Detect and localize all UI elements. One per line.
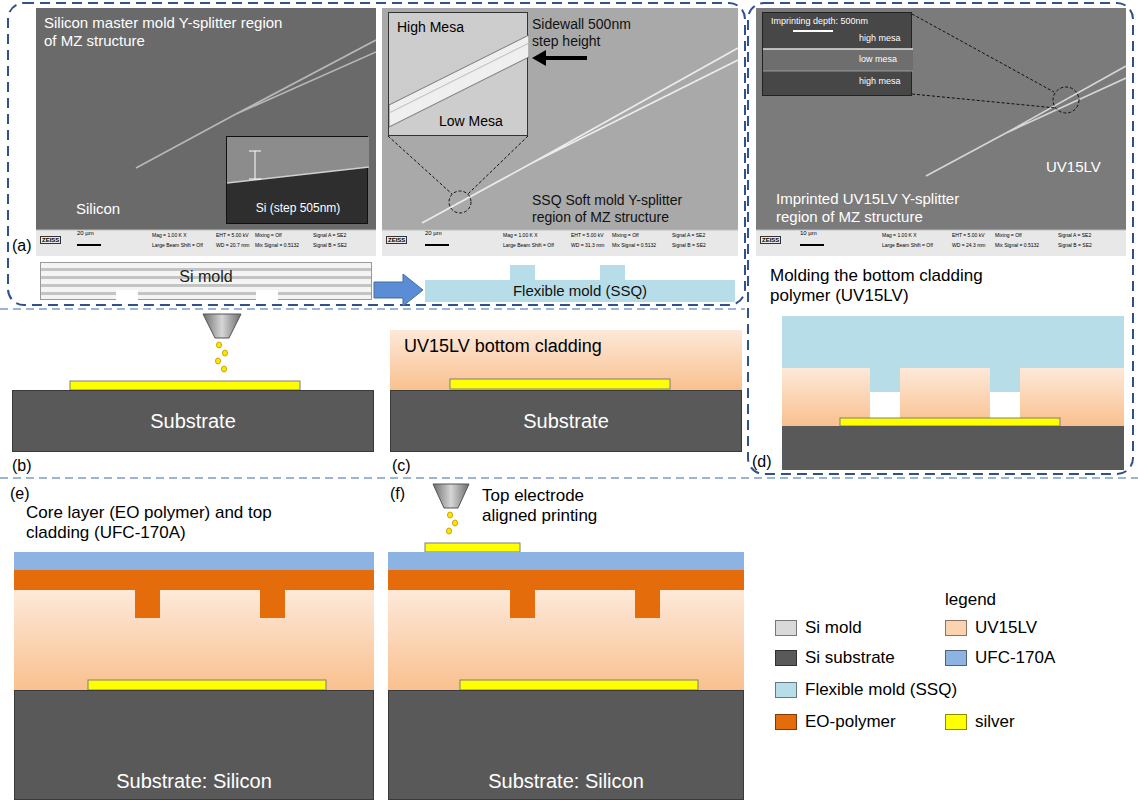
node-text: Silicon	[76, 200, 166, 218]
block-arrow	[374, 274, 423, 306]
sem-info: ZEISS	[386, 236, 407, 244]
sem-info: Mag = 1.00 K X	[152, 232, 187, 238]
sem-info: Large Beam Shift = Off	[152, 242, 203, 248]
sem-info: Mix Signal = 0.5132	[612, 242, 656, 248]
node-text: Imprinted UV15LV Y-splitter region of MZ…	[776, 190, 986, 226]
node-text: UV15LV bottom cladding	[404, 336, 724, 358]
sem-info: Mixing = Off	[612, 232, 639, 238]
node-text: Substrate	[13, 409, 373, 433]
legend-text: silver	[975, 712, 1015, 732]
sem-info: EHT = 5.00 kV	[571, 232, 604, 238]
sem-info: Large Beam Shift = Off	[882, 242, 933, 248]
legend-swatch	[775, 620, 797, 636]
sem-info: Mixing = Off	[255, 232, 282, 238]
caption-label: (d)	[752, 452, 772, 471]
legend-swatch	[945, 714, 967, 730]
substrate-layer: Substrate	[12, 390, 374, 452]
legend-text: Si substrate	[805, 648, 895, 668]
legend-text: EO-polymer	[805, 712, 896, 732]
sem-inset: High MesaLow Mesa	[388, 12, 528, 136]
flexible-mold: Flexible mold (SSQ)	[425, 280, 735, 302]
caption-label: Top electrode aligned printing	[482, 486, 622, 527]
sem-info: Signal B = SE2	[672, 242, 706, 248]
sem-info: 20 µm	[77, 230, 94, 237]
caption-label: (b)	[12, 456, 32, 475]
node-text: Sidewall 500nm step height	[532, 16, 654, 50]
node-text: SSQ Soft mold Y-splitter region of MZ st…	[532, 192, 722, 226]
si-mold: Si mold	[40, 262, 372, 300]
sem-info: WD = 20.7 mm	[216, 242, 249, 248]
sem-info: Mag = 1.00 K X	[882, 232, 917, 238]
sem-info: Signal B = SE2	[1058, 242, 1092, 248]
legend-swatch	[775, 650, 797, 666]
caption-label: (a)	[12, 236, 32, 255]
substrate-layer: Substrate	[390, 390, 742, 452]
caption-label: (c)	[392, 456, 411, 475]
node-text: high mesa	[859, 76, 911, 87]
caption-label: (e)	[10, 484, 30, 503]
node-text: Substrate: Silicon	[15, 769, 373, 793]
sem-info: Mix Signal = 0.5132	[255, 242, 299, 248]
caption-label: legend	[945, 590, 996, 610]
sem-info: 20 µm	[425, 230, 442, 237]
cladding-layer: UV15LV bottom cladding	[390, 330, 742, 390]
sem-info: Large Beam Shift = Off	[503, 242, 554, 248]
layer-stack-e	[14, 552, 374, 690]
sem-info: EHT = 5.00 kV	[216, 232, 249, 238]
panel-frame	[0, 3, 1138, 478]
node-text: Si (step 505nm)	[231, 201, 365, 215]
node-text: Silicon master mold Y-splitter region of…	[44, 14, 294, 50]
mold-bumps	[510, 265, 625, 280]
node-text: Flexible mold (SSQ)	[425, 282, 735, 300]
sem-info: Mixing = Off	[995, 232, 1022, 238]
sem-image: Silicon master mold Y-splitter region of…	[36, 8, 376, 256]
sem-info: 10 µm	[800, 230, 817, 237]
node-text: Substrate	[391, 409, 741, 433]
sem-info: Mix Signal = 0.5132	[995, 242, 1039, 248]
node-text: low mesa	[859, 54, 911, 65]
node-text: UV15LV	[1046, 158, 1121, 176]
node-text: Si mold	[41, 267, 371, 286]
substrate-layer: Substrate: Silicon	[14, 690, 374, 800]
node-text: high mesa	[859, 33, 911, 44]
sem-info: WD = 24.3 mm	[952, 242, 985, 248]
sem-info: WD = 31.3 mm	[571, 242, 604, 248]
legend-swatch	[775, 682, 797, 698]
node-text: High Mesa	[397, 19, 497, 36]
printing-step-b	[70, 314, 300, 390]
molding-step-d	[782, 316, 1124, 470]
legend-swatch	[945, 650, 967, 666]
sem-info: ZEISS	[40, 236, 61, 244]
caption-label: Molding the bottom cladding polymer (UV1…	[770, 266, 985, 307]
sem-info: Signal A = SE2	[672, 232, 705, 238]
legend-swatch	[775, 714, 797, 730]
sem-info: EHT = 5.00 kV	[952, 232, 985, 238]
legend-text: Flexible mold (SSQ)	[805, 680, 957, 700]
legend-text: Si mold	[805, 618, 862, 638]
sem-info: Mag = 1.00 K X	[503, 232, 538, 238]
legend-swatch	[945, 620, 967, 636]
caption-label: Core layer (EO polymer) and top cladding…	[26, 503, 306, 544]
sem-inset: Imprinting depth: 500nm high mesa low mesa…	[762, 12, 912, 96]
legend-text: UV15LV	[975, 618, 1037, 638]
node-text: Imprinting depth: 500nm	[771, 16, 911, 27]
sem-info: Signal A = SE2	[313, 232, 346, 238]
sem-image: Sidewall 500nm step heightSSQ Soft mold …	[382, 8, 738, 256]
sem-info: Signal A = SE2	[1058, 232, 1091, 238]
node-text: Substrate: Silicon	[389, 769, 743, 793]
node-text: Low Mesa	[439, 113, 524, 130]
sem-image: UV15LV Imprinted UV15LV Y-splitter region…	[756, 8, 1126, 256]
layer-stack-f	[388, 484, 744, 690]
sem-inset: Si (step 505nm)	[226, 136, 368, 224]
sem-info: ZEISS	[760, 236, 781, 244]
substrate-layer: Substrate: Silicon	[388, 690, 744, 800]
legend-text: UFC-170A	[975, 648, 1055, 668]
sem-info: Signal B = SE2	[313, 242, 347, 248]
caption-label: (f)	[390, 484, 405, 503]
